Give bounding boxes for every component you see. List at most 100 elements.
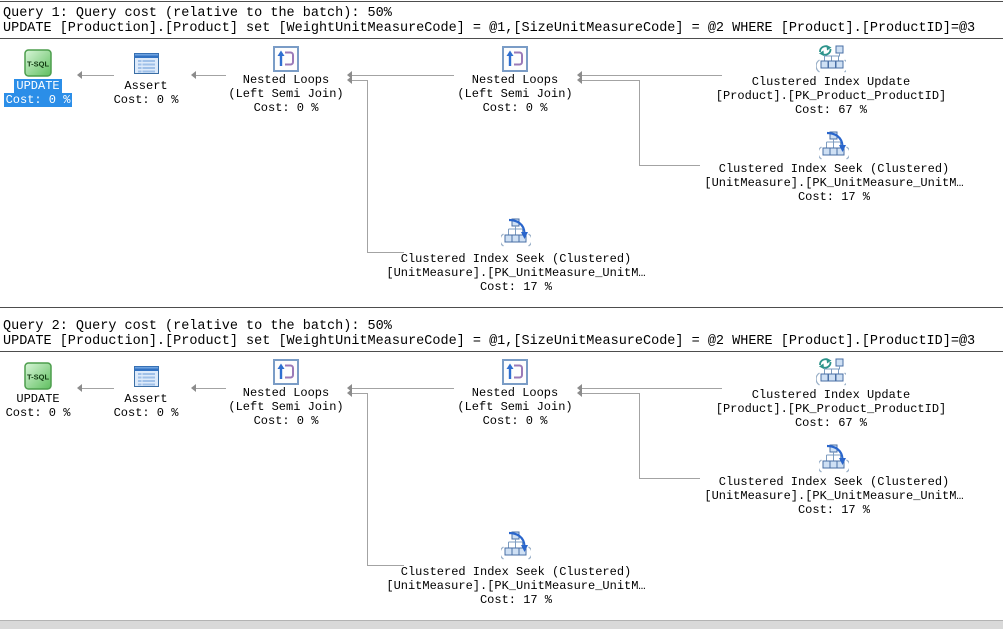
- operator-cost: Cost: 67 %: [794, 103, 867, 117]
- horizontal-scrollbar[interactable]: [0, 620, 1003, 629]
- connector-arrow: [347, 389, 352, 397]
- connector-arrow: [77, 71, 82, 79]
- connector-line: [352, 393, 367, 394]
- plan-node-nested-loops-inner[interactable]: Nested Loops(Left Semi Join)Cost: 0 %: [449, 359, 581, 428]
- connector-arrow: [347, 76, 352, 84]
- operator-object: [Product].[PK_Product_ProductID]: [715, 89, 947, 103]
- query-1-statement: UPDATE [Production].[Product] set [Weigh…: [3, 21, 976, 36]
- connector-line: [367, 252, 404, 253]
- divider: [0, 1, 1003, 2]
- connector-line: [639, 80, 640, 165]
- operator-name: Assert: [124, 392, 168, 406]
- svg-text:T-SQL: T-SQL: [27, 60, 50, 69]
- operator-name: Assert: [124, 79, 168, 93]
- nested-loops-icon: [220, 46, 352, 72]
- operator-name: Clustered Index Seek (Clustered): [718, 162, 950, 176]
- nested-loops-icon: [220, 359, 352, 385]
- operator-cost: Cost: 17 %: [797, 190, 870, 204]
- operator-cost: Cost: 17 %: [479, 593, 552, 607]
- connector-line: [582, 80, 639, 81]
- operator-name: Nested Loops: [242, 73, 330, 87]
- nested-loops-icon: [449, 46, 581, 72]
- connector-arrow: [577, 389, 582, 397]
- tsql-icon: T-SQL: [1, 49, 75, 77]
- connector-arrow: [347, 71, 352, 79]
- operator-cost: Cost: 0 %: [253, 101, 319, 115]
- connector-line: [367, 565, 404, 566]
- clustered-index-seek-icon: [701, 444, 967, 474]
- connector-line: [196, 75, 226, 76]
- connector-line: [352, 75, 454, 76]
- connector-line: [639, 478, 700, 479]
- operator-cost: Cost: 17 %: [797, 503, 870, 517]
- operator-object: (Left Semi Join): [457, 400, 573, 414]
- connector-line: [582, 393, 639, 394]
- connector-line: [639, 165, 700, 166]
- plan-node-clustered-index-seek-inner[interactable]: Clustered Index Seek (Clustered)[UnitMea…: [701, 131, 967, 204]
- clustered-index-update-icon: [700, 357, 962, 387]
- operator-cost: Cost: 0 %: [482, 414, 548, 428]
- operator-object: (Left Semi Join): [457, 87, 573, 101]
- clustered-index-seek-icon: [383, 218, 649, 248]
- assert-icon: [104, 364, 188, 389]
- query-1-cost-header: Query 1: Query cost (relative to the bat…: [3, 6, 392, 21]
- operator-name: Clustered Index Seek (Clustered): [400, 252, 632, 266]
- operator-name: Nested Loops: [242, 386, 330, 400]
- plan-node-nested-loops-outer[interactable]: Nested Loops(Left Semi Join)Cost: 0 %: [220, 46, 352, 115]
- tsql-icon: T-SQL: [1, 362, 75, 390]
- query-2-cost-header: Query 2: Query cost (relative to the bat…: [3, 319, 392, 334]
- operator-cost: Cost: 17 %: [479, 280, 552, 294]
- assert-icon: [104, 51, 188, 76]
- plan-node-clustered-index-seek-outer[interactable]: Clustered Index Seek (Clustered)[UnitMea…: [383, 218, 649, 294]
- operator-cost: Cost: 0 %: [113, 406, 179, 420]
- operator-name: UPDATE: [14, 79, 62, 93]
- connector-arrow: [191, 71, 196, 79]
- divider: [0, 307, 1003, 308]
- connector-line: [582, 388, 722, 389]
- operator-object: [UnitMeasure].[PK_UnitMeasure_UnitM…: [704, 176, 964, 190]
- connector-arrow: [77, 384, 82, 392]
- operator-cost: Cost: 0 %: [5, 406, 71, 420]
- operator-name: UPDATE: [16, 392, 60, 406]
- operator-object: (Left Semi Join): [228, 87, 344, 101]
- connector-line: [352, 80, 367, 81]
- operator-cost: Cost: 0 %: [113, 93, 179, 107]
- plan-node-clustered-index-seek-inner[interactable]: Clustered Index Seek (Clustered)[UnitMea…: [701, 444, 967, 517]
- connector-line: [582, 75, 722, 76]
- divider: [0, 351, 1003, 352]
- operator-cost: Cost: 0 %: [482, 101, 548, 115]
- clustered-index-update-icon: [700, 44, 962, 74]
- operator-object: (Left Semi Join): [228, 400, 344, 414]
- clustered-index-seek-icon: [701, 131, 967, 161]
- plan-node-nested-loops-inner[interactable]: Nested Loops(Left Semi Join)Cost: 0 %: [449, 46, 581, 115]
- query-2-statement: UPDATE [Production].[Product] set [Weigh…: [3, 334, 976, 349]
- operator-object: [Product].[PK_Product_ProductID]: [715, 402, 947, 416]
- plan-node-clustered-index-seek-outer[interactable]: Clustered Index Seek (Clustered)[UnitMea…: [383, 531, 649, 607]
- operator-object: [UnitMeasure].[PK_UnitMeasure_UnitM…: [386, 266, 646, 280]
- operator-name: Clustered Index Seek (Clustered): [400, 565, 632, 579]
- plan-node-nested-loops-outer[interactable]: Nested Loops(Left Semi Join)Cost: 0 %: [220, 359, 352, 428]
- connector-arrow: [577, 384, 582, 392]
- operator-object: [UnitMeasure].[PK_UnitMeasure_UnitM…: [704, 489, 964, 503]
- connector-line: [352, 388, 454, 389]
- operator-name: Nested Loops: [471, 73, 559, 87]
- connector-arrow: [347, 384, 352, 392]
- connector-line: [367, 80, 368, 252]
- connector-arrow: [577, 76, 582, 84]
- operator-name: Clustered Index Update: [751, 75, 911, 89]
- clustered-index-seek-icon: [383, 531, 649, 561]
- connector-line: [367, 393, 368, 565]
- connector-arrow: [577, 71, 582, 79]
- nested-loops-icon: [449, 359, 581, 385]
- plan-node-clustered-index-update[interactable]: Clustered Index Update[Product].[PK_Prod…: [700, 44, 962, 117]
- plan-node-clustered-index-update[interactable]: Clustered Index Update[Product].[PK_Prod…: [700, 357, 962, 430]
- divider: [0, 38, 1003, 39]
- connector-line: [82, 75, 114, 76]
- connector-line: [196, 388, 226, 389]
- operator-name: Clustered Index Update: [751, 388, 911, 402]
